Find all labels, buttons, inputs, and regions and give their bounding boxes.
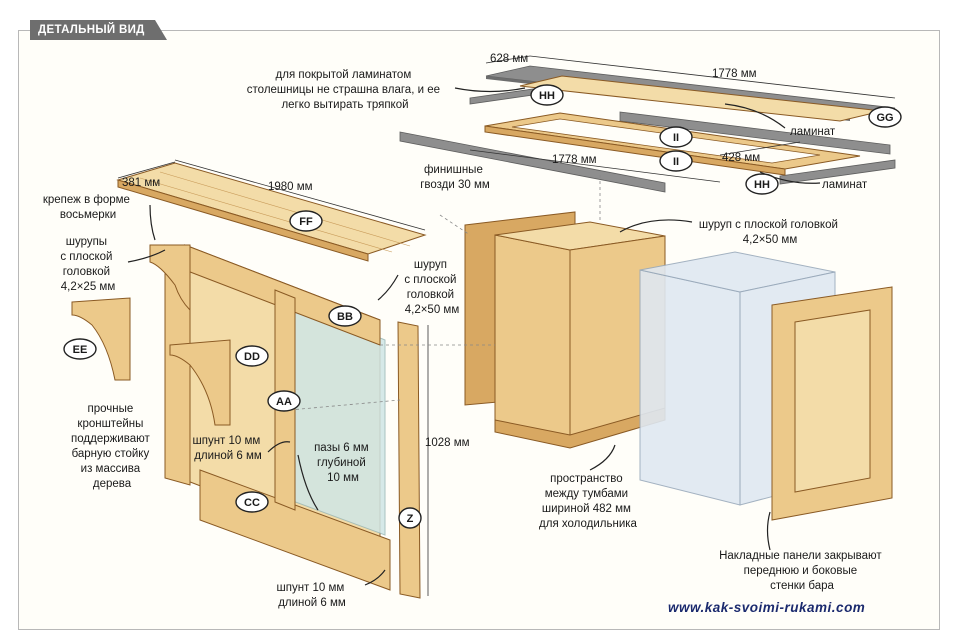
leader-screws-25 (127, 249, 166, 263)
header-title: ДЕТАЛЬНЫЙ ВИД (30, 20, 167, 40)
overlay-panel-inset (794, 309, 871, 493)
fig8-label: крепеж в форме восьмерки (43, 194, 133, 221)
laminate-strip-right (619, 111, 891, 155)
dim-line-428 (719, 141, 801, 156)
panels-label: Накладные панели закрывают переднюю и бо… (719, 550, 885, 592)
fridge-front (639, 269, 741, 506)
tag-ii-1: II (659, 126, 693, 148)
dim-line-1778-frame (469, 149, 721, 183)
tag-gg: GG (868, 106, 902, 128)
leader-tongue-1 (267, 441, 291, 453)
svg-text:AA: AA (276, 396, 292, 408)
leader-screw-cabinet (619, 219, 693, 233)
dim-381: 381 мм (122, 177, 160, 189)
laminate-strip-front (779, 159, 896, 185)
stile-z (397, 321, 421, 599)
svg-text:GG: GG (876, 112, 893, 124)
leader-grooves (297, 454, 319, 511)
svg-text:BB: BB (337, 311, 353, 323)
grooves-label: пазы 6 мм глубиной 10 мм (314, 442, 372, 484)
laminate-label-1: ламинат (790, 126, 836, 138)
brackets-label: прочные кронштейны поддерживают барную с… (71, 403, 153, 490)
laminate-note: для покрытой ламинатом столешницы не стр… (247, 69, 443, 111)
svg-text:HH: HH (539, 90, 555, 102)
plywood-top (519, 75, 883, 122)
finish-nails-label: финишные гвозди 30 мм (420, 164, 490, 191)
tag-aa: AA (267, 390, 301, 412)
assembly-dash-1 (439, 214, 471, 236)
svg-text:FF: FF (299, 216, 313, 228)
screw-50-label: шуруп с плоской головкой 4,2×50 мм (404, 259, 459, 316)
svg-text:HH: HH (754, 179, 770, 191)
tag-cc: CC (235, 491, 269, 513)
cabinet-front (494, 234, 571, 441)
leader-fridge (589, 444, 616, 471)
dim-1980: 1980 мм (268, 181, 313, 193)
svg-text:Z: Z (407, 513, 414, 525)
dim-line-628 (485, 55, 531, 64)
leader-screw-50 (377, 274, 399, 301)
fridge-space-label: пространство между тумбами шириной 482 м… (539, 473, 637, 530)
svg-text:CC: CC (244, 497, 260, 509)
tag-bb: BB (328, 305, 362, 327)
bracket-dd (169, 339, 231, 426)
leader-laminate-note (454, 87, 526, 93)
screws-25-label: шурупы с плоской головкой 4,2×25 мм (60, 236, 115, 293)
website-watermark: www.kak-svoimi-rukami.com (668, 600, 866, 615)
svg-text:EE: EE (73, 344, 88, 356)
tag-z: Z (398, 507, 422, 529)
leader-fig8 (149, 204, 156, 241)
tongue-2-label: шпунт 10 мм длиной 6 мм (276, 582, 347, 609)
assembly-dash-4 (289, 399, 401, 411)
tag-ff: FF (289, 210, 323, 232)
screw-cabinet-label: шуруп с плоской головкой 4,2×50 мм (699, 219, 841, 246)
leader-tongue-2 (364, 569, 386, 586)
svg-text:II: II (673, 156, 679, 168)
dim-1028: 1028 мм (425, 437, 470, 449)
laminate-label-2: ламинат (822, 179, 868, 191)
bar-top-ff (116, 162, 427, 255)
tag-ee: EE (63, 338, 97, 360)
dim-line-1778-top (529, 55, 896, 99)
tag-hh-top: HH (530, 84, 564, 106)
dim-428: 428 мм (722, 152, 760, 164)
svg-text:DD: DD (244, 351, 260, 363)
tag-dd: DD (235, 345, 269, 367)
dim-1778-frame: 1778 мм (552, 154, 597, 166)
dim-1778-top: 1778 мм (712, 68, 757, 80)
dim-628: 628 мм (490, 53, 528, 65)
bracket-top (149, 244, 191, 312)
svg-text:II: II (673, 132, 679, 144)
leader-laminate-1 (724, 103, 786, 129)
tongue-1-label: шпунт 10 мм длиной 6 мм (192, 435, 263, 462)
dim-line-1980 (174, 159, 426, 231)
tag-ii-2: II (659, 150, 693, 172)
ff-grain-2 (159, 171, 411, 247)
bracket-ee (71, 297, 131, 381)
leader-panels (766, 511, 771, 551)
ff-grain-1 (139, 177, 393, 253)
laminate-strip-left (399, 131, 666, 193)
tag-hh-bottom: HH (745, 173, 779, 195)
bar-top-ff-edge (117, 179, 369, 262)
dim-line-381 (117, 161, 176, 179)
